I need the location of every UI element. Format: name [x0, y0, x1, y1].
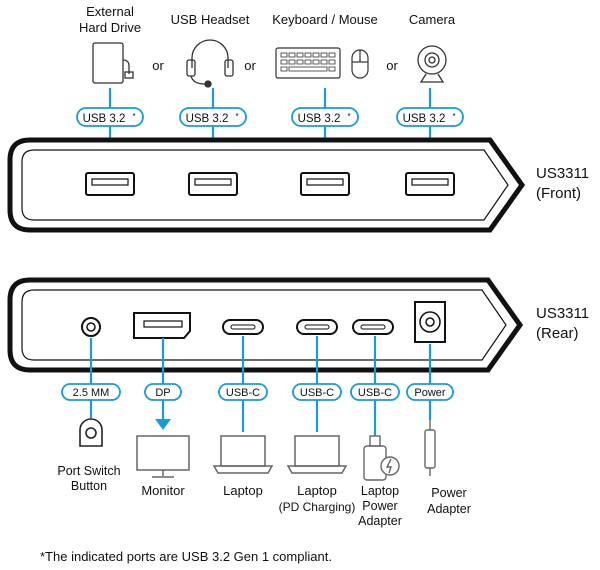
laptop-icon-1 — [212, 435, 274, 474]
svg-text:*: * — [132, 112, 135, 121]
monitor-label: Monitor — [141, 483, 185, 498]
laptop-label: Laptop — [223, 483, 263, 498]
rear-port-label-2: DP — [144, 383, 182, 401]
camera-icon — [417, 45, 447, 83]
laptop-power-adapter-label-2: Power — [362, 499, 397, 513]
svg-text:USB 3.2: USB 3.2 — [83, 113, 126, 125]
svg-text:*: * — [235, 112, 238, 121]
front-port-label-3: USB 3.2 * — [291, 107, 359, 127]
svg-text:Power: Power — [414, 387, 446, 399]
or-label-3: or — [386, 58, 398, 73]
monitor-icon — [136, 435, 190, 478]
usb-c-port-3 — [352, 319, 394, 335]
svg-text:2.5 MM: 2.5 MM — [73, 387, 110, 399]
laptop-pd-label-1: Laptop — [297, 483, 337, 498]
svg-text:USB 3.2: USB 3.2 — [186, 113, 229, 125]
front-port-label-2: USB 3.2 * — [179, 107, 247, 127]
usb-c-power-adapter-icon — [363, 435, 400, 481]
rear-port-label-3: USB-C — [218, 383, 268, 401]
usb-a-port-3 — [300, 172, 350, 196]
rear-port-label-6: Power — [406, 383, 454, 401]
front-device-label-1a: External — [86, 4, 134, 19]
dp-output-arrow-icon — [155, 419, 171, 430]
usb-c-port-2 — [296, 319, 338, 335]
front-device-label-2: USB Headset — [171, 12, 250, 27]
external-hard-drive-icon — [92, 42, 134, 84]
svg-text:USB-C: USB-C — [300, 387, 334, 399]
or-label-2: or — [244, 58, 256, 73]
svg-text:USB-C: USB-C — [358, 387, 392, 399]
front-device-label-3: Keyboard / Mouse — [272, 12, 378, 27]
front-unit-name: US3311 — [536, 165, 589, 182]
front-port-label-1: USB 3.2 * — [76, 107, 144, 127]
laptop-power-adapter-label-1: Laptop — [361, 484, 399, 498]
front-device-label-1b: Hard Drive — [79, 20, 141, 35]
svg-text:*: * — [452, 112, 455, 121]
power-adapter-label-2: Adapter — [427, 502, 471, 516]
rear-port-label-1: 2.5 MM — [61, 383, 121, 401]
headset-icon — [186, 39, 234, 88]
laptop-icon-2 — [286, 435, 348, 474]
power-adapter-icon — [424, 420, 436, 476]
rear-unit-side: (Rear) — [536, 325, 579, 342]
port-switch-button-icon — [79, 418, 103, 447]
usb-a-port-1 — [85, 172, 135, 196]
rear-connectors — [89, 336, 432, 436]
rear-unit-body — [7, 277, 524, 373]
front-port-label-4: USB 3.2 * — [396, 107, 464, 127]
power-adapter-label-1: Power — [431, 486, 466, 500]
footnote: *The indicated ports are USB 3.2 Gen 1 c… — [40, 549, 332, 564]
svg-text:USB 3.2: USB 3.2 — [403, 113, 446, 125]
laptop-pd-label-2: (PD Charging) — [279, 500, 356, 514]
front-unit-side: (Front) — [536, 185, 581, 202]
displayport-port — [133, 312, 191, 339]
rear-port-label-4: USB-C — [292, 383, 342, 401]
audio-2-5mm-port — [81, 317, 101, 337]
svg-text:USB 3.2: USB 3.2 — [298, 113, 341, 125]
keyboard-mouse-icon — [275, 47, 369, 79]
svg-text:DP: DP — [155, 387, 170, 399]
dc-power-port — [414, 301, 446, 343]
svg-text:USB-C: USB-C — [226, 387, 260, 399]
rear-port-label-5: USB-C — [350, 383, 400, 401]
or-label-1: or — [152, 58, 164, 73]
svg-text:*: * — [347, 112, 350, 121]
front-unit-body — [7, 137, 526, 233]
port-switch-label-1: Port Switch — [57, 464, 120, 478]
front-usb-ports — [85, 172, 455, 196]
rear-unit-name: US3311 — [536, 305, 589, 322]
port-switch-label-2: Button — [71, 479, 107, 493]
usb-a-port-4 — [405, 172, 455, 196]
usb-c-port-1 — [222, 319, 264, 335]
usb-a-port-2 — [188, 172, 238, 196]
front-device-label-4: Camera — [409, 12, 456, 27]
laptop-power-adapter-label-3: Adapter — [358, 514, 402, 528]
rear-ports — [81, 301, 446, 343]
